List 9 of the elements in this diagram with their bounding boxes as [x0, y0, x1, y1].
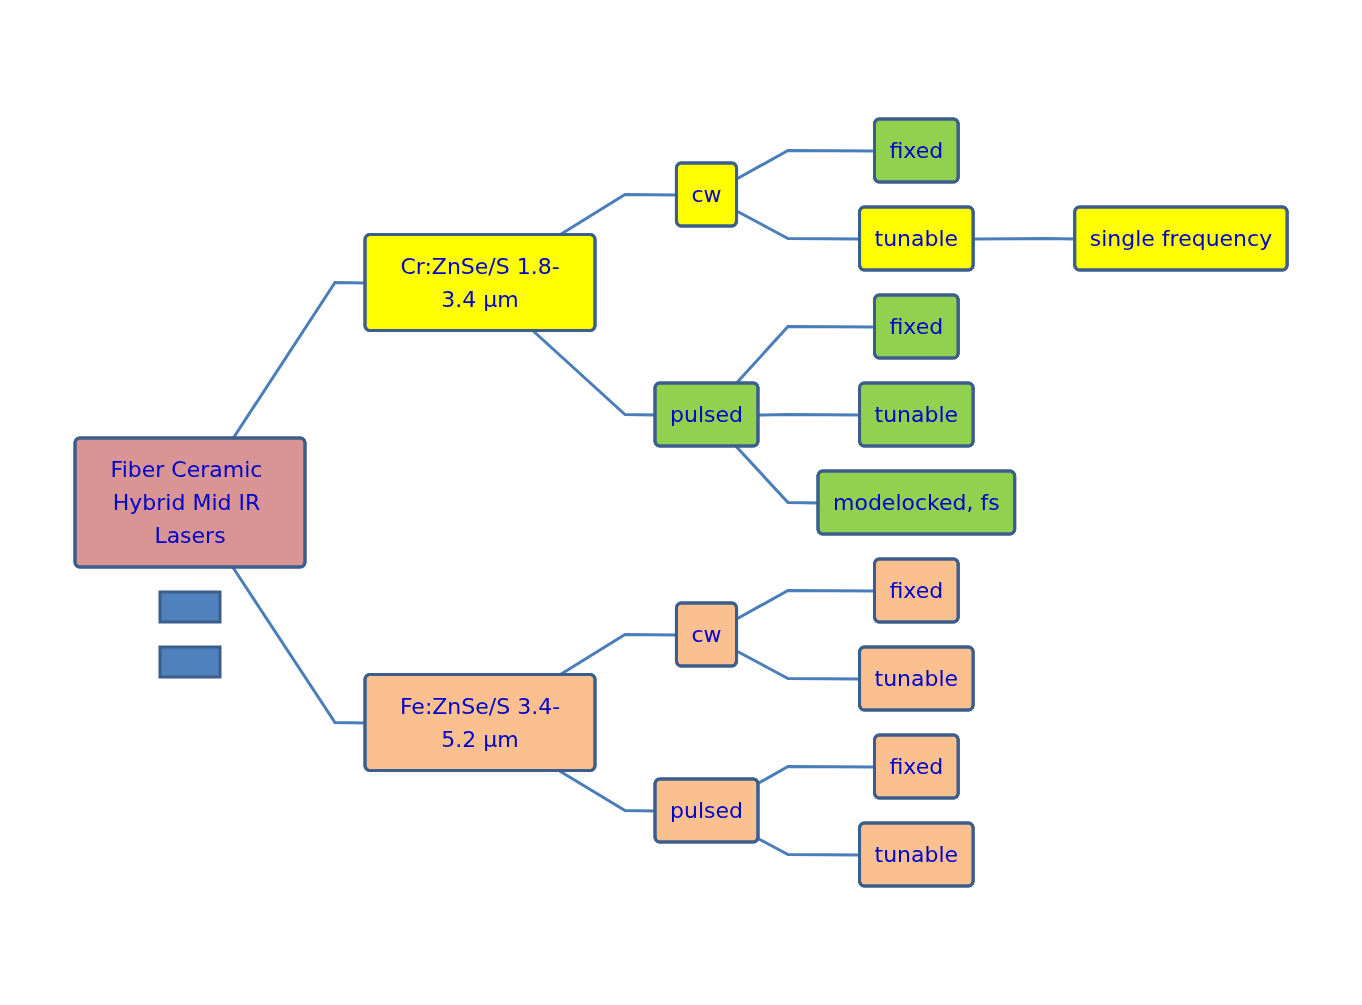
connector: [757, 765, 875, 785]
connector: [757, 837, 860, 857]
connector: [736, 649, 860, 681]
node-box: [158, 645, 222, 679]
connector: [736, 209, 860, 241]
connector: [736, 589, 875, 621]
connector: [758, 413, 860, 417]
connector: [736, 149, 875, 181]
node-box: [158, 590, 222, 624]
